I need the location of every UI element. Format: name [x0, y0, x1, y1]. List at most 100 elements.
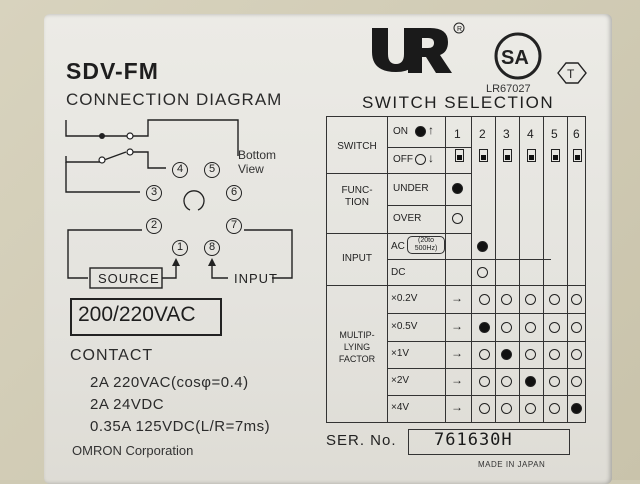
- diagram-title: CONNECTION DIAGRAM: [66, 90, 283, 109]
- ac-selected-icon: [477, 241, 488, 252]
- option-circle-icon: [525, 349, 536, 360]
- option-circle-icon: [571, 376, 582, 387]
- connection-diagram: [65, 119, 293, 289]
- option-circle-icon: [549, 403, 560, 414]
- svg-text:R: R: [457, 26, 462, 33]
- serial-number: 761630H: [434, 430, 513, 450]
- option-circle-icon: [479, 294, 490, 305]
- row-label-dc: DC: [391, 267, 406, 278]
- option-circle-icon: [501, 294, 512, 305]
- dc-option-icon: [477, 267, 488, 278]
- row-label-x2v: ×2V: [391, 375, 410, 386]
- source-label: SOURCE: [98, 271, 160, 286]
- column-number: 5: [551, 127, 558, 141]
- voltage-box: [70, 298, 222, 336]
- contact-line: 2A 220VAC(cosφ=0.4): [90, 374, 249, 391]
- bottom-view-note: Bottom View: [238, 148, 277, 176]
- maker-name: OMRON Corporation: [72, 443, 194, 458]
- pin-3: 3: [146, 185, 162, 201]
- under-selected-icon: [452, 183, 463, 194]
- ur-mark-icon: R: [372, 22, 465, 73]
- switch-selection-title: SWITCH SELECTION: [362, 93, 555, 112]
- voltage-rating: 200/220VAC: [78, 303, 196, 326]
- svg-text:T: T: [567, 67, 575, 81]
- right-arrow-icon: →: [451, 400, 463, 414]
- pin-4: 4: [172, 162, 188, 178]
- switch-position-icon: [455, 149, 464, 162]
- pin-2: 2: [146, 218, 162, 234]
- pin-1: 1: [172, 240, 188, 256]
- option-circle-icon: [549, 376, 560, 387]
- pin-7: 7: [226, 218, 242, 234]
- selected-circle-icon: [571, 403, 582, 414]
- selected-circle-icon: [501, 349, 512, 360]
- option-circle-icon: [525, 322, 536, 333]
- option-circle-icon: [501, 403, 512, 414]
- group-label-multiplying-factor: MULTIP- LYING FACTOR: [338, 330, 376, 364]
- switch-position-icon: [551, 149, 560, 162]
- serial-label: SER. No.: [326, 432, 397, 449]
- option-circle-icon: [479, 376, 490, 387]
- t-mark-icon: T: [557, 62, 587, 84]
- option-circle-icon: [479, 349, 490, 360]
- right-arrow-icon: →: [451, 373, 463, 387]
- row-label-on: ON: [393, 126, 408, 137]
- row-label-off: OFF: [393, 154, 413, 165]
- option-circle-icon: [525, 403, 536, 414]
- model-name: SDV-FM: [66, 58, 159, 84]
- option-circle-icon: [501, 376, 512, 387]
- option-circle-icon: [501, 322, 512, 333]
- option-circle-icon: [525, 294, 536, 305]
- pin-8: 8: [204, 240, 220, 256]
- down-arrow-icon: ↓: [428, 151, 434, 165]
- up-arrow-icon: ↑: [428, 123, 434, 137]
- selected-circle-icon: [479, 322, 490, 333]
- pin-5: 5: [204, 162, 220, 178]
- pin-6: 6: [226, 185, 242, 201]
- switch-position-icon: [573, 149, 582, 162]
- option-circle-icon: [479, 403, 490, 414]
- option-circle-icon: [549, 349, 560, 360]
- group-label-function: FUNC- TION: [341, 185, 373, 208]
- off-indicator-icon: [415, 154, 426, 165]
- over-option-icon: [452, 213, 463, 224]
- option-circle-icon: [571, 294, 582, 305]
- row-label-ac: AC: [391, 241, 405, 252]
- option-circle-icon: [549, 294, 560, 305]
- switch-position-icon: [503, 149, 512, 162]
- group-label-switch: SWITCH: [337, 141, 377, 152]
- group-label-input: INPUT: [342, 253, 372, 264]
- column-number: 6: [573, 127, 580, 141]
- right-arrow-icon: →: [451, 346, 463, 360]
- csa-mark-icon: SA: [494, 32, 542, 80]
- column-number: 3: [503, 127, 510, 141]
- row-label-x0-5v: ×0.5V: [391, 321, 418, 332]
- lr-number: LR67027: [486, 83, 531, 95]
- ac-frequency-note: (20to 500Hz): [407, 236, 445, 254]
- right-arrow-icon: →: [451, 291, 463, 305]
- column-number: 4: [527, 127, 534, 141]
- row-label-x1v: ×1V: [391, 348, 410, 359]
- option-circle-icon: [571, 322, 582, 333]
- switch-position-icon: [527, 149, 536, 162]
- right-arrow-icon: →: [451, 319, 463, 333]
- serial-box: [408, 429, 570, 455]
- selected-circle-icon: [525, 376, 536, 387]
- switch-table: 1 2 3 4 5 6 SWITCH FUNC- TION INPUT MULT…: [326, 116, 586, 423]
- input-label: INPUT: [234, 271, 278, 286]
- column-number: 2: [479, 127, 486, 141]
- row-label-over: OVER: [393, 213, 422, 224]
- contact-line: 0.35A 125VDC(L/R=7ms): [90, 418, 271, 435]
- label-plate: [44, 14, 612, 484]
- made-in-label: MADE IN JAPAN: [478, 460, 546, 469]
- contact-title: CONTACT: [70, 347, 154, 364]
- column-number: 1: [454, 127, 461, 141]
- on-indicator-icon: [415, 126, 426, 137]
- row-label-under: UNDER: [393, 183, 429, 194]
- row-label-x4v: ×4V: [391, 402, 410, 413]
- option-circle-icon: [571, 349, 582, 360]
- row-label-x0-2v: ×0.2V: [391, 293, 418, 304]
- switch-position-icon: [479, 149, 488, 162]
- option-circle-icon: [549, 322, 560, 333]
